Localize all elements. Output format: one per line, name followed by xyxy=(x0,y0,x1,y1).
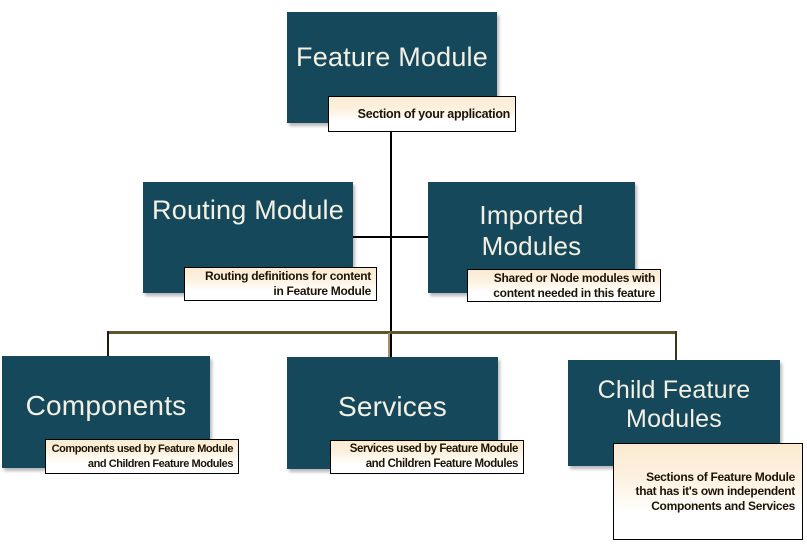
components-title: Components xyxy=(25,390,187,422)
connector-child-modules-stub xyxy=(675,331,677,360)
feature-module-note: Section of your application xyxy=(328,96,516,132)
connector-bottom-row-horizontal xyxy=(107,331,677,334)
components-note: Components used by Feature Module and Ch… xyxy=(45,439,239,474)
child-feature-modules-note: Sections of Feature Module that has it's… xyxy=(613,443,803,540)
connector-feature-to-children-vertical xyxy=(390,131,392,357)
services-title: Services xyxy=(338,391,447,423)
imported-modules-note: Shared or Node modules with content need… xyxy=(467,269,661,302)
imported-modules-title: Imported Modules xyxy=(479,199,584,261)
child-feature-modules-title: Child Feature Modules xyxy=(597,375,751,434)
connector-components-stub xyxy=(107,331,109,356)
imported-modules-box: Imported Modules xyxy=(428,182,635,293)
routing-module-title: Routing Module xyxy=(152,195,344,225)
connector-services-stub xyxy=(388,333,390,357)
services-note: Services used by Feature Module and Chil… xyxy=(330,440,524,474)
routing-module-note: Routing definitions for content in Featu… xyxy=(184,267,377,301)
connector-routing-imported-horizontal xyxy=(352,236,428,238)
feature-module-title: Feature Module xyxy=(296,41,488,72)
